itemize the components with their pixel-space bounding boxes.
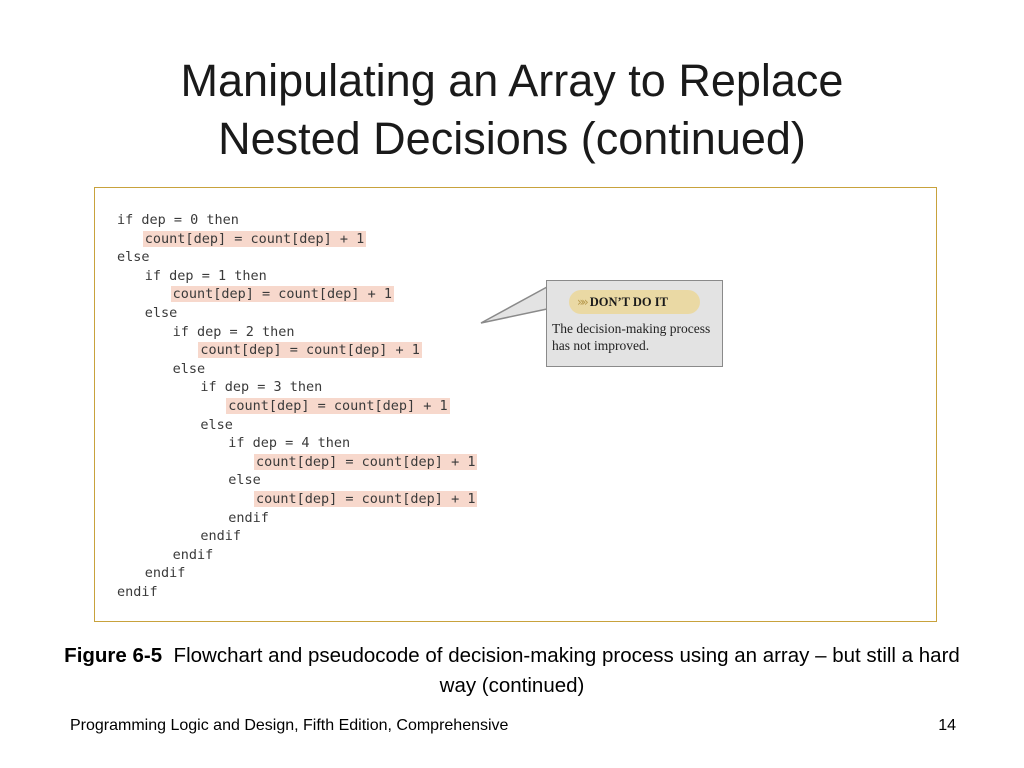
caption-text: Flowchart and pseudocode of decision-mak… <box>173 644 960 697</box>
highlighted-statement: count[dep] = count[dep] + 1 <box>142 230 367 247</box>
code-line: else <box>117 360 477 379</box>
badge-label: DON’T DO IT <box>589 294 668 309</box>
code-line: if dep = 2 then <box>117 323 477 342</box>
code-line: count[dep] = count[dep] + 1 <box>117 453 478 472</box>
code-text: endif <box>172 546 214 563</box>
code-text: if dep = 3 then <box>200 379 323 396</box>
dont-do-it-badge: »» DON’T DO IT <box>569 290 700 314</box>
code-line: endif <box>117 564 477 583</box>
code-text: else <box>144 304 178 321</box>
code-line: else <box>117 248 477 267</box>
callout-text: The decision-making process has not impr… <box>552 321 711 353</box>
code-line: endif <box>117 509 477 528</box>
code-text: endif <box>200 528 242 545</box>
callout-pointer <box>480 285 548 324</box>
code-text: else <box>228 472 261 489</box>
code-line: else <box>117 304 477 323</box>
highlighted-statement: count[dep] = count[dep] + 1 <box>254 490 478 507</box>
code-line: count[dep] = count[dep] + 1 <box>117 285 477 304</box>
code-text: if dep = 2 then <box>172 323 295 340</box>
code-line: if dep = 1 then <box>117 267 477 286</box>
code-line: count[dep] = count[dep] + 1 <box>117 341 477 360</box>
highlighted-statement: count[dep] = count[dep] + 1 <box>198 342 422 359</box>
figure-box: if dep = 0 then count[dep] = count[dep] +… <box>94 187 937 622</box>
code-text: endif <box>117 583 158 600</box>
double-chevron-icon: »» <box>577 295 589 309</box>
figure-label: Figure 6-5 <box>64 644 163 667</box>
code-line: endif <box>117 583 477 602</box>
code-text: if dep = 0 then <box>117 212 239 228</box>
code-line: count[dep] = count[dep] + 1 <box>117 397 477 416</box>
page-number: 14 <box>938 717 956 734</box>
slide-title: Manipulating an Array to Replace Nested … <box>40 52 984 168</box>
code-line: endif <box>117 527 477 546</box>
dont-do-it-callout: »» DON’T DO IT The decision-making proce… <box>546 280 723 367</box>
code-text: endif <box>144 565 186 582</box>
code-text: endif <box>228 509 269 526</box>
code-line: count[dep] = count[dep] + 1 <box>117 490 478 509</box>
highlighted-statement: count[dep] = count[dep] + 1 <box>226 397 450 414</box>
code-text: else <box>117 249 150 266</box>
code-line: if dep = 0 then <box>117 211 477 230</box>
code-line: else <box>117 416 477 435</box>
code-line: count[dep] = count[dep] + 1 <box>117 230 477 249</box>
figure-caption: Figure 6-5 Flowchart and pseudocode of d… <box>60 641 964 701</box>
code-text: else <box>172 360 206 377</box>
slide-title-line-1: Manipulating an Array to Replace <box>180 55 844 106</box>
code-line: endif <box>117 546 477 565</box>
code-line: else <box>117 471 477 490</box>
slide-title-line-2: Nested Decisions (continued) <box>218 113 806 164</box>
code-line: if dep = 3 then <box>117 378 477 397</box>
highlighted-statement: count[dep] = count[dep] + 1 <box>170 286 395 303</box>
highlighted-statement: count[dep] = count[dep] + 1 <box>254 453 478 470</box>
pseudocode-block: if dep = 0 then count[dep] = count[dep] +… <box>117 211 478 602</box>
code-text: else <box>200 416 233 433</box>
code-text: if dep = 4 then <box>228 435 351 452</box>
code-line: if dep = 4 then <box>117 434 477 453</box>
code-text: if dep = 1 then <box>144 267 267 284</box>
footer-book-title: Programming Logic and Design, Fifth Edit… <box>70 717 509 734</box>
